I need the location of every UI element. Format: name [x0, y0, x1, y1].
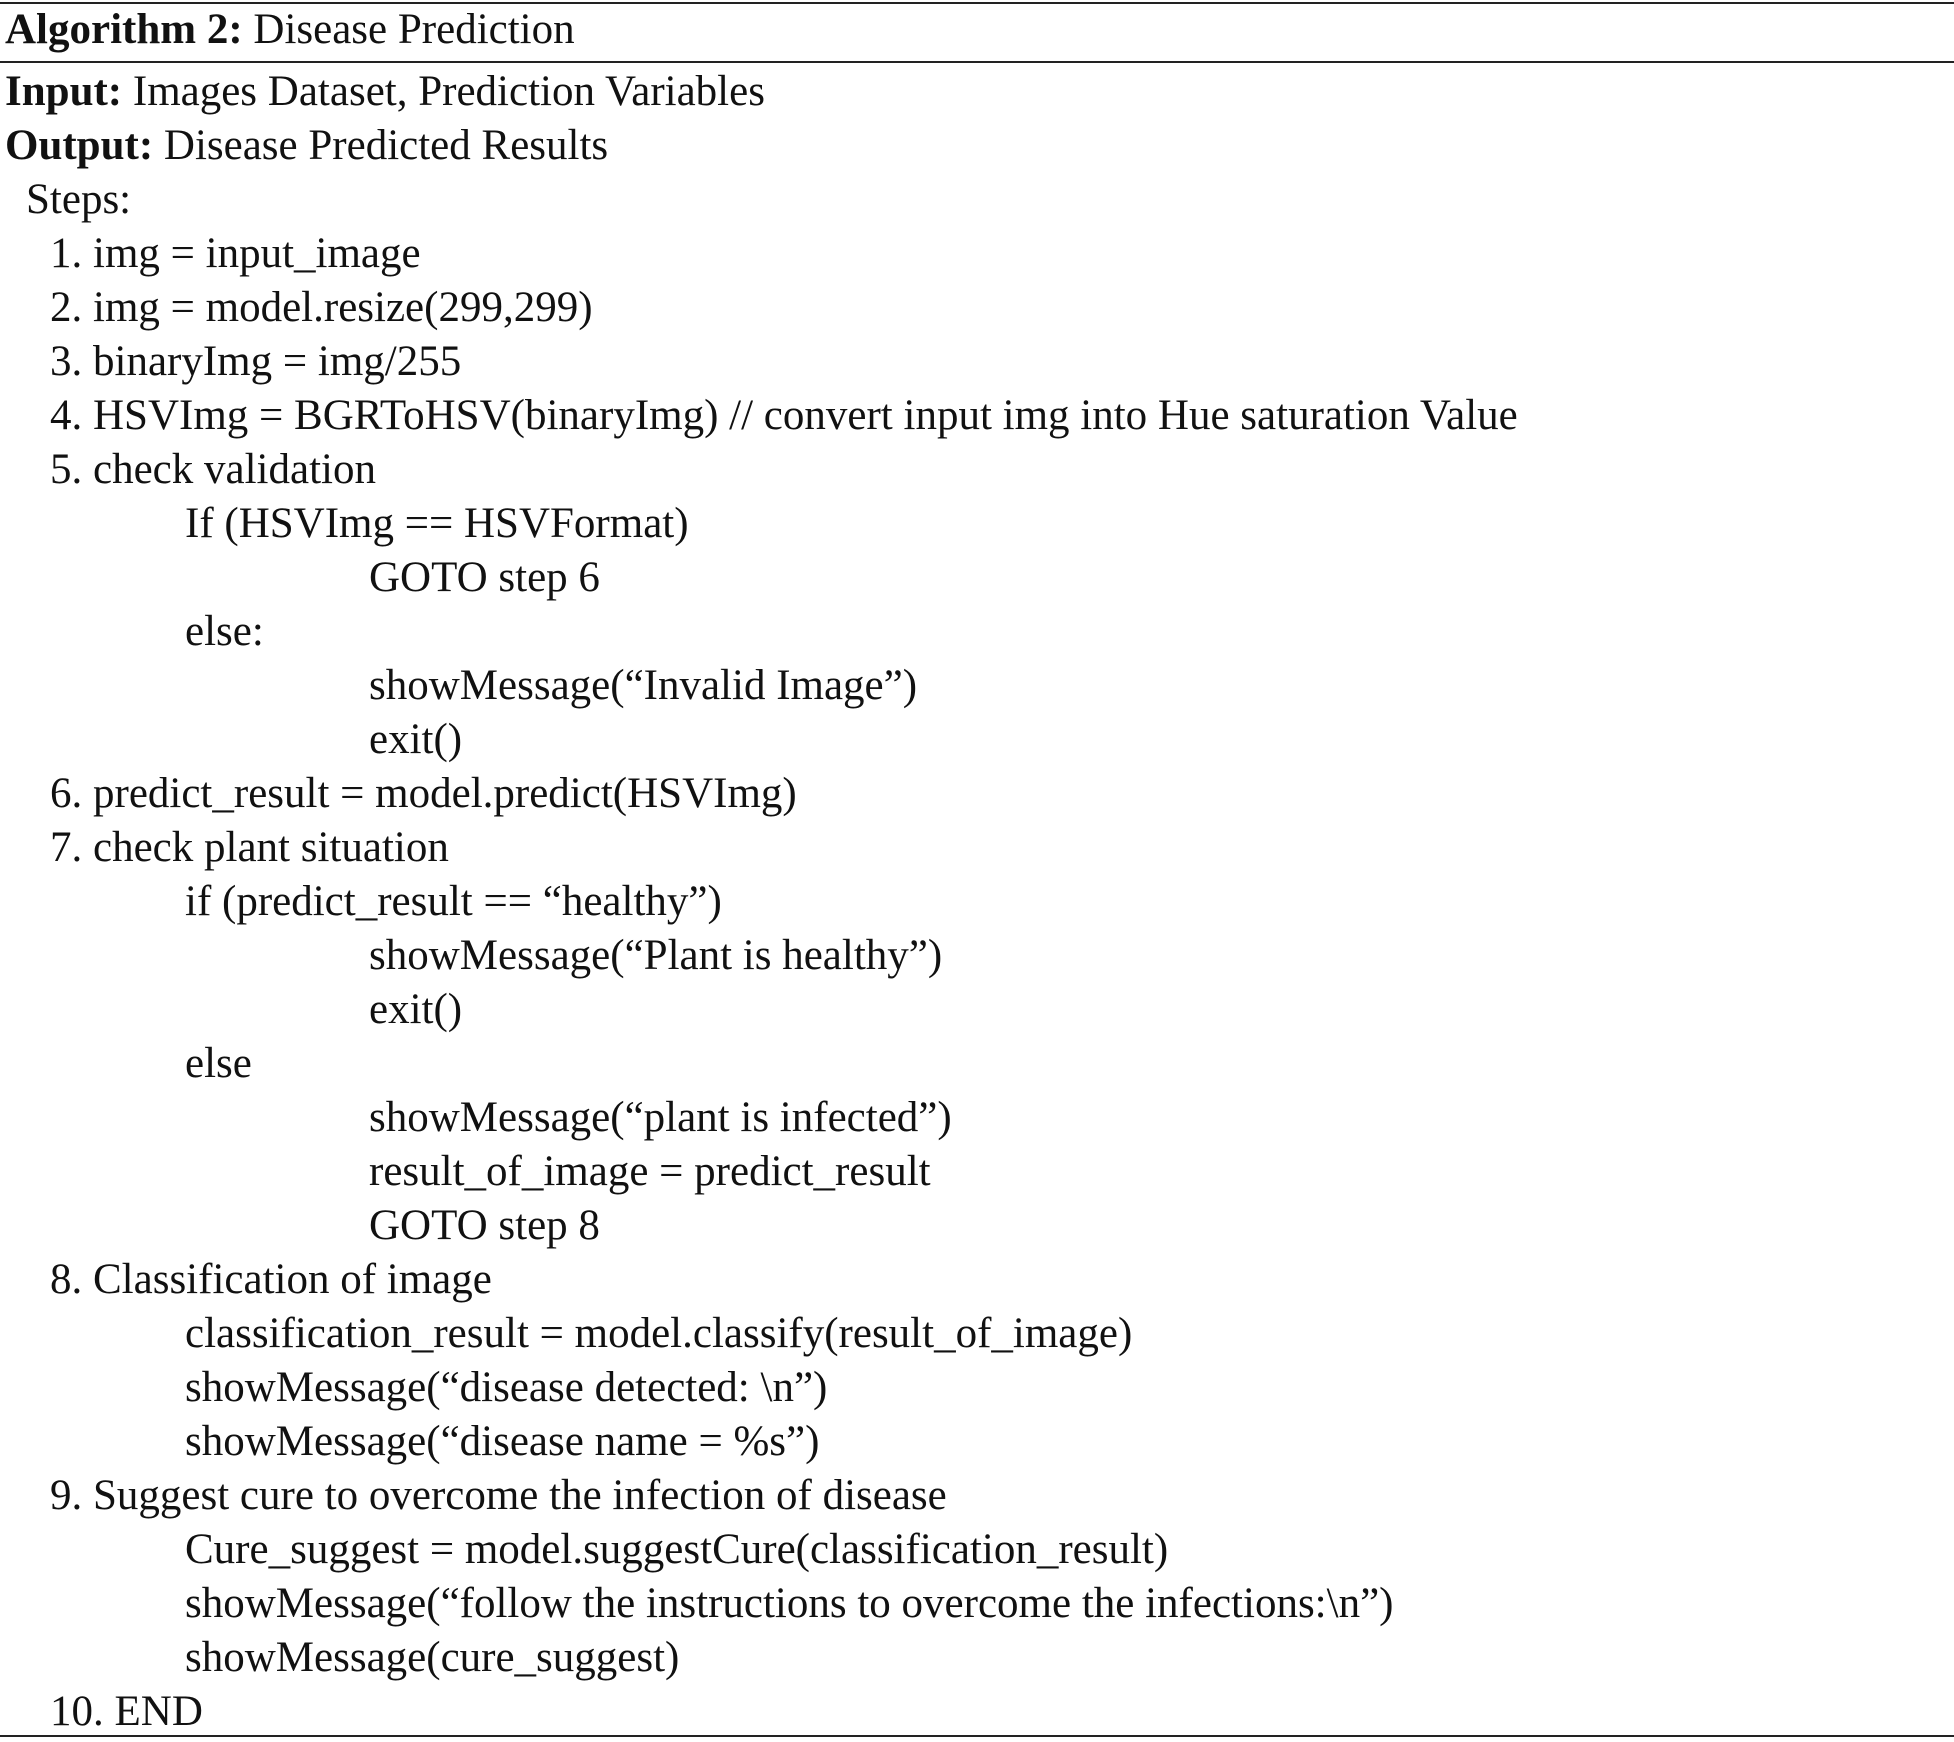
output-value: Disease Predicted Results	[163, 122, 609, 169]
algorithm-line: showMessage(“disease detected: \n”)	[185, 1364, 828, 1411]
algorithm-line: 10. END	[50, 1688, 203, 1735]
algorithm-line: 3. binaryImg = img/255	[50, 338, 462, 385]
algorithm-line: 2. img = model.resize(299,299)	[50, 284, 593, 331]
algorithm-line: 5. check validation	[50, 446, 376, 493]
algorithm-line: 6. predict_result = model.predict(HSVImg…	[50, 770, 797, 817]
algorithm-line: If (HSVImg == HSVFormat)	[185, 500, 689, 547]
bottom-rule	[0, 1735, 1954, 1737]
algorithm-line: exit()	[369, 986, 463, 1033]
input-value: Images Dataset, Prediction Variables	[132, 68, 765, 115]
input-label: Input:	[5, 68, 123, 115]
algorithm-line: GOTO step 6	[369, 554, 600, 601]
output-line: Output: Disease Predicted Results	[5, 119, 608, 173]
input-line: Input: Images Dataset, Prediction Variab…	[5, 65, 765, 119]
algorithm-line: else	[185, 1040, 252, 1087]
algorithm-line: showMessage(“plant is infected”)	[369, 1094, 952, 1141]
algorithm-line: showMessage(“disease name = %s”)	[185, 1418, 820, 1465]
algorithm-line: Cure_suggest = model.suggestCure(classif…	[185, 1526, 1169, 1573]
algorithm-line: else:	[185, 608, 264, 655]
algorithm-line: result_of_image = predict_result	[369, 1148, 931, 1195]
algorithm-line: showMessage(cure_suggest)	[185, 1634, 680, 1681]
algorithm-line: 4. HSVImg = BGRToHSV(binaryImg) // conve…	[50, 392, 1518, 439]
header-rule	[0, 61, 1954, 63]
algorithm-line: showMessage(“Invalid Image”)	[369, 662, 918, 709]
algorithm-line: 7. check plant situation	[50, 824, 449, 871]
algorithm-line: 8. Classification of image	[50, 1256, 492, 1303]
algorithm-line: 1. img = input_image	[50, 230, 421, 277]
algorithm-header: Algorithm 2: Disease Prediction	[5, 3, 575, 57]
algorithm-line: exit()	[369, 716, 463, 763]
algorithm-title: Disease Prediction	[253, 6, 575, 53]
algorithm-line: 9. Suggest cure to overcome the infectio…	[50, 1472, 947, 1519]
algorithm-line: classification_result = model.classify(r…	[185, 1310, 1133, 1357]
steps-heading: Steps:	[26, 176, 132, 223]
output-label: Output:	[5, 122, 154, 169]
algorithm-line: GOTO step 8	[369, 1202, 600, 1249]
algorithm-line: showMessage(“follow the instructions to …	[185, 1580, 1394, 1627]
algorithm-line: if (predict_result == “healthy”)	[185, 878, 722, 925]
algorithm-line: showMessage(“Plant is healthy”)	[369, 932, 943, 979]
algorithm-label: Algorithm 2:	[5, 6, 243, 53]
top-rule	[0, 2, 1954, 4]
